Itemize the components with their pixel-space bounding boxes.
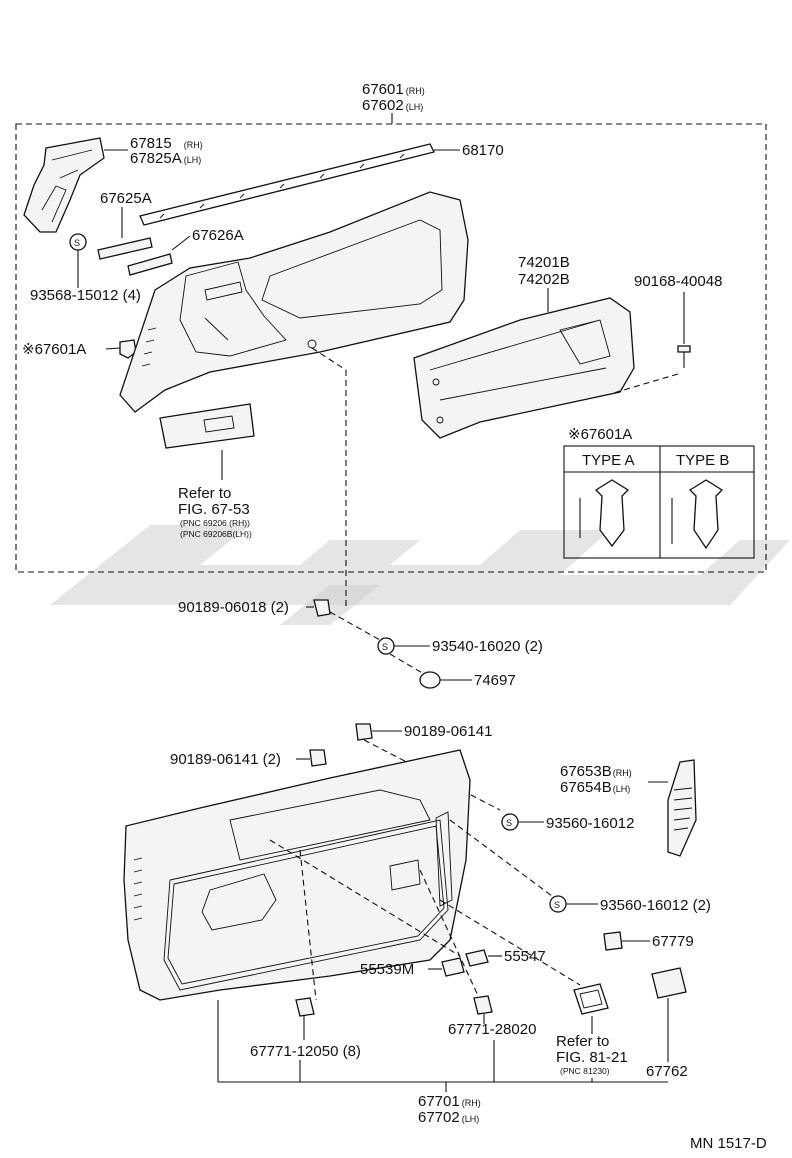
clip-type-b-icon <box>688 479 724 550</box>
label-93560-b: 93560-16012 (2) <box>600 897 711 914</box>
label-90189-06018: 90189-06018 (2) <box>178 599 289 616</box>
label-67626a: 67626A <box>192 227 244 244</box>
screw-93568: S 93568-15012 (4) <box>30 233 141 304</box>
svg-text:67601(RH): 67601(RH) <box>362 81 425 98</box>
label-67653b: 67653B(RH) <box>560 763 632 780</box>
type-b-header: TYPE B <box>676 452 729 469</box>
watermark-logo <box>50 525 790 625</box>
svg-text:S: S <box>74 238 80 248</box>
part-74201b-armrest: 74201B 74202B <box>413 254 635 439</box>
label-74201b: 74201B <box>518 254 570 271</box>
ref2-line3: (PNC 81230) <box>560 1066 610 1076</box>
part-switch-bezel: Refer to FIG. 81-21 (PNC 81230) <box>556 983 628 1076</box>
clip-67771-12050: 67771-12050 (8) <box>250 997 361 1060</box>
ref2-line1: Refer to <box>556 1033 609 1050</box>
label-55547: 55547 <box>504 948 546 965</box>
label-93560-a: 93560-16012 <box>546 815 634 832</box>
screw-93560-a: S 93560-16012 <box>501 813 634 832</box>
assembly-top-header: 67601(RH) 67602(LH) <box>362 81 425 124</box>
screw-90168: 90168-40048 <box>609 273 722 395</box>
label-67825a: 67825A(LH) <box>130 150 201 167</box>
clip-90189-06018: 90189-06018 (2) <box>178 599 381 641</box>
screw-93560-b: S 93560-16012 (2) <box>449 819 711 914</box>
clip-67771-28020: 67771-28020 <box>448 995 536 1038</box>
svg-text:S: S <box>506 818 512 828</box>
ref1-line3: (PNC 69206 (RH)) <box>180 518 250 528</box>
clip-table-title: ※67601A <box>568 426 632 443</box>
label-67625a: 67625A <box>100 190 152 207</box>
ref2-line2: FIG. 81-21 <box>556 1049 628 1066</box>
top-assembly-boundary <box>15 123 767 573</box>
part-67601-door-panel <box>119 191 469 413</box>
part-67779: 67779 <box>603 931 694 951</box>
part-55539m: 55539M <box>360 957 465 978</box>
part-67653b-grille: 67653B(RH) 67654B(LH) <box>560 759 697 857</box>
part-switch-base: Refer to FIG. 67-53 (PNC 69206 (RH)) (PN… <box>159 403 255 539</box>
label-74697: 74697 <box>474 672 516 689</box>
svg-text:S: S <box>554 900 560 910</box>
label-67762: 67762 <box>646 1063 688 1080</box>
part-67701-door-trim <box>123 749 471 1001</box>
label-93568: 93568-15012 (4) <box>30 287 141 304</box>
cap-74697: 74697 <box>419 671 516 689</box>
clip-90189-06141-b: 90189-06141 (2) <box>170 749 327 768</box>
label-93540: 93540-16020 (2) <box>432 638 543 655</box>
clip-67601a: ※67601A <box>22 339 137 359</box>
clip-90189-06141-a: 90189-06141 <box>355 723 501 811</box>
type-a-header: TYPE A <box>582 452 635 469</box>
part-67626a: 67626A <box>127 227 244 276</box>
part-68170-weatherstrip: 68170 <box>139 142 504 226</box>
label-90189-06141-2: 90189-06141 (2) <box>170 751 281 768</box>
label-74202b: 74202B <box>518 271 570 288</box>
svg-text:S: S <box>382 642 388 652</box>
label-90168: 90168-40048 <box>634 273 722 290</box>
clip-type-a-icon <box>594 479 630 548</box>
ref1-line2: FIG. 67-53 <box>178 501 250 518</box>
label-68170: 68170 <box>462 142 504 159</box>
screw-93540: S 93540-16020 (2) <box>377 637 543 675</box>
label-67601a: ※67601A <box>22 341 86 358</box>
diagram-code: MN 1517-D <box>690 1135 767 1152</box>
part-67625a: 67625A <box>97 190 153 260</box>
ref1-line1: Refer to <box>178 485 231 502</box>
label-67771-28020: 67771-28020 <box>448 1021 536 1038</box>
clip-type-table: ※67601A TYPE A TYPE B <box>563 426 755 559</box>
assembly-bottom-bracket: 67701(RH) 67702(LH) <box>217 1000 668 1126</box>
label-67779: 67779 <box>652 933 694 950</box>
ref1-line4: (PNC 69206B(LH)) <box>180 529 252 539</box>
part-67762: 67762 <box>646 967 688 1080</box>
svg-text:67701(RH): 67701(RH) <box>418 1093 481 1110</box>
label-55539m: 55539M <box>360 961 414 978</box>
label-67771-12050: 67771-12050 (8) <box>250 1043 361 1060</box>
label-67815: 67815(RH) <box>130 135 203 152</box>
svg-text:67602(LH): 67602(LH) <box>362 97 423 114</box>
part-55547: 55547 <box>465 948 546 967</box>
part-67815-bracket: 67815(RH) 67825A(LH) <box>23 135 203 233</box>
svg-text:67702(LH): 67702(LH) <box>418 1109 479 1126</box>
label-90189-06141: 90189-06141 <box>404 723 492 740</box>
label-67654b: 67654B(LH) <box>560 779 630 796</box>
